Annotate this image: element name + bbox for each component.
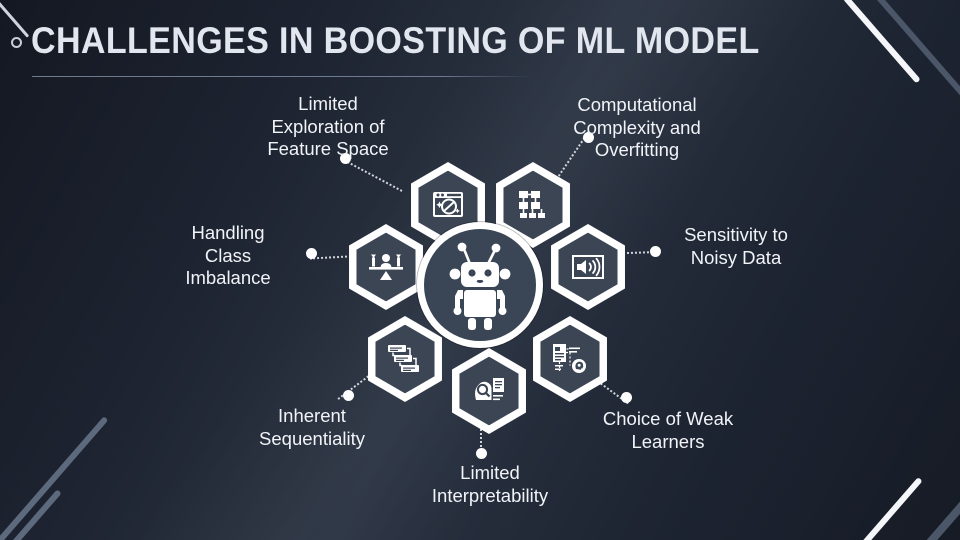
node-label-computational-complexity-and-overfitting: Computational Complexity and Overfitting [573, 94, 701, 160]
connector-dot-limited-interpretability [476, 448, 487, 459]
node-label-sensitivity-to-noisy-data: Sensitivity to Noisy Data [684, 224, 788, 268]
connector-dot-sensitivity-noisy-data [650, 246, 661, 257]
connector-dot-limited-exploration [340, 153, 351, 164]
corner-decoration-bottom-right-line-white [840, 476, 923, 540]
corner-decoration-bottom-left-line-short [0, 489, 62, 540]
head-magnifier-icon [446, 348, 532, 434]
node-hexagon-choice-of-weak-learners[interactable] [527, 316, 613, 402]
node-hexagon-handling-class-imbalance[interactable] [343, 224, 429, 310]
node-hexagon-limited-interpretability[interactable] [446, 348, 532, 434]
circle-bullet-icon [11, 37, 22, 48]
browser-explore-icon [405, 162, 491, 248]
title-block: CHALLENGES IN BOOSTING OF ML MODEL [0, 6, 960, 84]
title-underline-rule [32, 76, 532, 77]
corner-decoration-bottom-right-line-gray [881, 447, 960, 540]
robot-icon [449, 242, 511, 330]
speaker-noise-icon [545, 224, 631, 310]
connector-dot-choice-weak-learners [621, 392, 632, 403]
connector-dot-handling-class-imbalance [306, 248, 317, 259]
network-nodes-icon [490, 162, 576, 248]
node-label-limited-exploration-of-feature-space: Limited Exploration of Feature Space [267, 93, 389, 159]
corner-decoration-bottom-left-line-long [0, 416, 109, 540]
node-hexagon-inherent-sequentiality[interactable] [362, 316, 448, 402]
hexagon-fill [540, 324, 600, 394]
node-hexagon-sensitivity-to-noisy-data[interactable] [545, 224, 631, 310]
sequence-flow-icon [362, 316, 448, 402]
connector-dot-inherent-sequentiality [343, 390, 354, 401]
connector-line-limited-exploration [346, 161, 403, 192]
connector-dot-computational-complexity [583, 132, 594, 143]
balance-scale-icon [343, 224, 429, 310]
document-brain-icon [527, 316, 613, 402]
node-label-limited-interpretability: Limited Interpretability [431, 462, 549, 506]
node-label-inherent-sequentiality: Inherent Sequentiality [259, 405, 365, 449]
center-hub [417, 222, 543, 348]
page-title: CHALLENGES IN BOOSTING OF ML MODEL [31, 20, 760, 61]
node-label-choice-of-weak-learners: Choice of Weak Learners [602, 408, 734, 452]
node-label-handling-class-imbalance: Handling Class Imbalance [185, 222, 271, 288]
